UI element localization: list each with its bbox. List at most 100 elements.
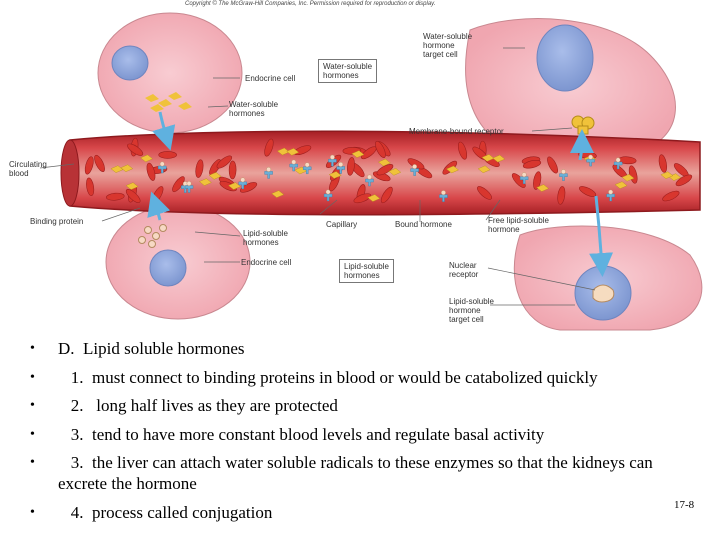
binding-protein bbox=[613, 161, 623, 170]
target-cell-nucleus-top bbox=[536, 24, 594, 92]
bound-lipid-hormone bbox=[159, 161, 165, 167]
bound-lipid-hormone bbox=[441, 190, 446, 196]
water-soluble-hormone bbox=[199, 178, 212, 186]
red-blood-cell bbox=[216, 155, 233, 169]
binding-protein bbox=[328, 159, 337, 167]
bound-lipid-hormone bbox=[521, 172, 527, 178]
binding-protein bbox=[606, 193, 615, 202]
bound-lipid-hormone bbox=[266, 167, 272, 172]
leader-lines bbox=[39, 47, 596, 306]
water-soluble-hormone bbox=[477, 165, 491, 174]
red-blood-cell bbox=[195, 159, 204, 178]
box-lipid-soluble-hormones: Lipid-soluble hormones bbox=[339, 259, 394, 283]
water-soluble-hormone bbox=[120, 164, 134, 172]
bound-lipid-hormone bbox=[304, 162, 310, 168]
copyright-notice: Copyright © The McGraw-Hill Companies, I… bbox=[185, 1, 436, 7]
binding-protein bbox=[238, 181, 247, 190]
label-water-soluble-hormones: Water-soluble hormones bbox=[229, 100, 279, 118]
bound-lipid-hormone bbox=[240, 177, 246, 183]
binding-protein bbox=[336, 166, 345, 174]
red-blood-cell bbox=[658, 154, 668, 173]
water-soluble-hormone bbox=[660, 171, 674, 179]
label-capillary: Capillary bbox=[326, 220, 358, 229]
red-blood-cell bbox=[239, 182, 258, 193]
water-soluble-hormone bbox=[271, 190, 285, 198]
arrow-release-lipid bbox=[147, 191, 171, 221]
bound-lipid-hormone bbox=[367, 174, 372, 180]
bullet-symbol: • bbox=[30, 455, 35, 470]
red-blood-cell bbox=[579, 186, 597, 197]
water-soluble-hormone bbox=[536, 184, 550, 192]
red-blood-cell bbox=[547, 156, 559, 174]
water-soluble-hormone bbox=[388, 168, 402, 176]
water-soluble-hormone bbox=[208, 172, 222, 180]
bound-lipid-hormone bbox=[608, 189, 614, 195]
bound-lipid-hormone bbox=[338, 162, 344, 167]
red-blood-cell bbox=[146, 162, 156, 181]
red-blood-cell bbox=[533, 171, 542, 190]
binding-protein bbox=[264, 171, 273, 179]
label-lipid-target-cell: Lipid-soluble hormone target cell bbox=[449, 297, 494, 324]
red-blood-cell bbox=[228, 160, 237, 180]
bound-lipid-hormone bbox=[561, 169, 566, 175]
bound-lipid-hormone bbox=[588, 154, 594, 160]
diagram-svg bbox=[39, 12, 703, 331]
bound-lipid-hormone bbox=[330, 154, 335, 160]
bound-lipid-hormone bbox=[615, 157, 621, 163]
bullet-symbol: • bbox=[30, 426, 35, 442]
bullet-symbol: • bbox=[30, 341, 35, 356]
water-soluble-hormone bbox=[328, 171, 342, 179]
vessel-opening bbox=[60, 139, 80, 207]
water-soluble-hormone bbox=[614, 181, 628, 189]
water-soluble-hormone bbox=[378, 158, 391, 167]
red-blood-cell bbox=[557, 186, 566, 205]
water-soluble-hormone bbox=[228, 182, 241, 190]
binding-protein bbox=[586, 158, 595, 167]
bullet-symbol: • bbox=[30, 398, 35, 413]
endocrine-nucleus-top bbox=[111, 45, 149, 81]
bullet-list: • D. Lipid soluble hormones • 1. must con… bbox=[30, 338, 700, 530]
lipid-soluble-hormone-cluster bbox=[138, 224, 167, 248]
label-membrane-receptor: Membrane-bound receptor bbox=[409, 127, 504, 136]
bullet-text: 3. the liver can attach water soluble ra… bbox=[58, 453, 658, 493]
red-blood-cell bbox=[662, 190, 680, 202]
bullet-text: 2. long half lives as they are protected bbox=[58, 396, 338, 415]
binding-protein bbox=[410, 168, 419, 176]
bullet-item: • 1. must connect to binding proteins in… bbox=[30, 367, 700, 388]
red-blood-cell bbox=[125, 189, 141, 203]
arrow-release-water bbox=[152, 111, 176, 151]
binding-protein bbox=[303, 166, 312, 175]
red-blood-cell bbox=[127, 143, 144, 156]
arrow-to-lipid-target bbox=[589, 195, 614, 277]
bullet-item: • D. Lipid soluble hormones bbox=[30, 338, 700, 359]
label-bound-hormone: Bound hormone bbox=[395, 220, 452, 229]
water-soluble-hormone bbox=[125, 182, 139, 190]
bullet-text: D. Lipid soluble hormones bbox=[58, 339, 245, 358]
red-blood-cell bbox=[264, 138, 274, 157]
bullet-text: 4. process called conjugation bbox=[58, 502, 273, 522]
bullet-symbol: • bbox=[30, 369, 35, 385]
red-blood-cell bbox=[522, 159, 542, 169]
water-soluble-hormone bbox=[492, 154, 506, 163]
red-blood-cell bbox=[106, 192, 125, 201]
water-soluble-hormone bbox=[140, 154, 153, 163]
arrow-to-receptor bbox=[569, 129, 594, 161]
binding-protein bbox=[439, 194, 448, 202]
label-nuclear-receptor: Nuclear receptor bbox=[449, 261, 479, 279]
bound-lipid-hormone bbox=[186, 181, 192, 186]
red-blood-cell bbox=[94, 154, 105, 173]
slide-number: 17-8 bbox=[674, 499, 695, 511]
red-blood-cell bbox=[353, 193, 372, 204]
label-binding-protein: Binding protein bbox=[30, 217, 84, 226]
bullet-item: • 3. tend to have more constant blood le… bbox=[30, 424, 700, 445]
red-blood-cell bbox=[457, 141, 468, 160]
water-soluble-hormone bbox=[110, 165, 124, 173]
water-soluble-hormone bbox=[446, 165, 459, 174]
red-blood-cell bbox=[376, 164, 394, 176]
red-blood-cell bbox=[84, 156, 94, 175]
water-soluble-hormone bbox=[286, 148, 300, 156]
label-lipid-soluble-hormones: Lipid-soluble hormones bbox=[243, 229, 288, 247]
blood-contents bbox=[84, 137, 693, 205]
bullet-text: 3. tend to have more constant blood leve… bbox=[58, 424, 545, 444]
bullet-item: • 3. the liver can attach water soluble … bbox=[30, 452, 700, 494]
